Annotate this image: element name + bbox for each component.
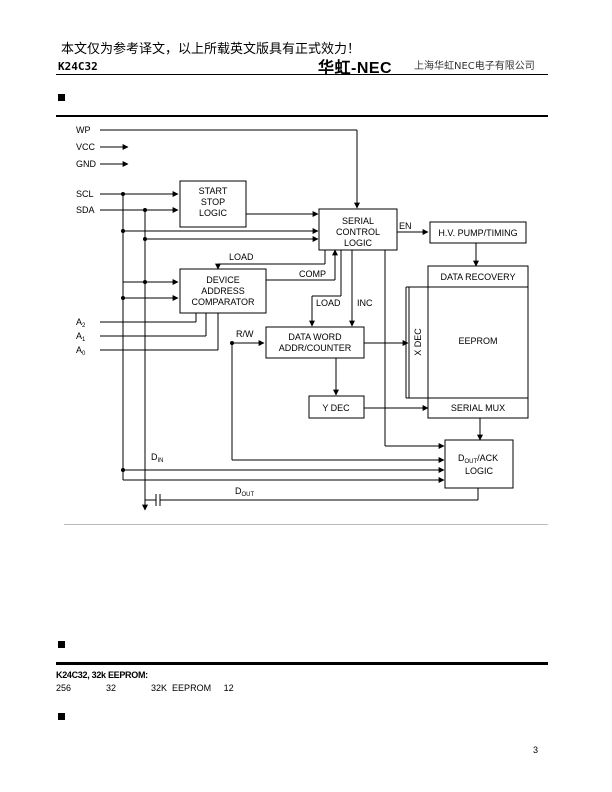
section-bullet — [58, 713, 65, 720]
dout-ack-label-2: LOGIC — [465, 466, 494, 476]
device-address-label-2: ADDRESS — [201, 286, 245, 296]
data-word-block — [265, 326, 365, 359]
model-number: K24C32 — [58, 60, 98, 73]
logo-text: 华虹-NEC — [318, 60, 393, 77]
eeprom-label: EEPROM — [458, 336, 497, 346]
header-rule — [56, 74, 548, 75]
serial-control-label-3: LOGIC — [344, 238, 373, 248]
start-stop-block — [179, 180, 247, 228]
memory-block — [427, 265, 529, 419]
serial-control-label-1: SERIAL — [342, 216, 374, 226]
pin-gnd: GND — [76, 159, 97, 169]
pin-wp: WP — [76, 125, 91, 135]
signal-load-mid: LOAD — [316, 298, 341, 308]
pin-a2: A2 — [76, 317, 86, 329]
data-word-label-1: DATA WORD — [288, 332, 342, 342]
device-address-label-3: COMPARATOR — [191, 297, 255, 307]
dout-ack-label-1: DOUT/ACK — [458, 453, 498, 465]
start-stop-label-3: LOGIC — [199, 208, 228, 218]
x-dec-label: X DEC — [413, 328, 423, 356]
signal-din: DIN — [151, 452, 164, 464]
data-recovery-label: DATA RECOVERY — [440, 272, 515, 282]
signal-dout: DOUT — [235, 486, 255, 498]
signal-comp: COMP — [299, 269, 326, 279]
diagram-bottom-rule — [64, 524, 548, 525]
dout-ack-block — [444, 439, 514, 489]
hv-pump-block — [429, 221, 527, 244]
intro-text: 256 32 32K EEPROM 12 — [56, 683, 234, 693]
pin-sda: SDA — [76, 205, 95, 215]
device-address-block — [179, 268, 267, 314]
signal-inc: INC — [357, 298, 373, 308]
y-dec-block — [308, 395, 365, 419]
hv-pump-label: H.V. PUMP/TIMING — [438, 228, 517, 238]
serial-control-label-2: CONTROL — [336, 227, 380, 237]
serial-control-block — [318, 208, 398, 251]
section-bullet — [58, 641, 65, 648]
pin-scl: SCL — [76, 189, 94, 199]
device-address-label-1: DEVICE — [206, 275, 240, 285]
pin-a1: A1 — [76, 331, 86, 343]
translation-disclaimer: 本文仅为参考译文，以上所载英文版具有正式效力！ — [61, 42, 361, 57]
pin-vcc: VCC — [76, 142, 96, 152]
intro-title: K24C32, 32k EEPROM: — [56, 670, 148, 680]
section-rule — [56, 662, 548, 665]
signal-rw: R/W — [236, 329, 254, 339]
block-diagram: WP VCC GND SCL SDA A2 A1 A0 START STOP L… — [76, 125, 529, 511]
signal-load-top: LOAD — [229, 252, 254, 262]
data-word-label-2: ADDR/COUNTER — [279, 343, 352, 353]
x-dec-block — [408, 286, 429, 399]
pin-a0: A0 — [76, 345, 86, 357]
start-stop-label-1: START — [199, 186, 228, 196]
start-stop-label-2: STOP — [201, 197, 225, 207]
page-number: 3 — [533, 745, 539, 755]
section-rule — [56, 115, 548, 117]
y-dec-label: Y DEC — [322, 403, 350, 413]
signal-en: EN — [399, 221, 412, 231]
section-bullet — [58, 94, 65, 101]
serial-mux-label: SERIAL MUX — [451, 403, 505, 413]
company-logo: 华虹-NEC — [318, 54, 392, 78]
company-name: 上海华虹NEC电子有限公司 — [414, 61, 535, 72]
